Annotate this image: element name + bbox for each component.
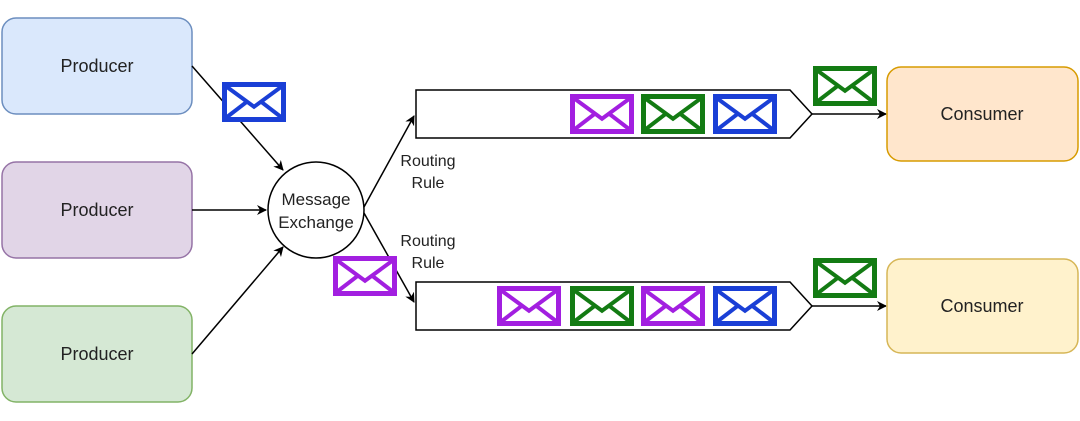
- consumer-2-box: [886, 258, 1079, 354]
- purple-message-icon: [497, 286, 561, 326]
- routing-rule-1-line2: Rule: [412, 175, 445, 192]
- consumer-1-box: [886, 66, 1079, 162]
- producer-3: Producer: [1, 305, 193, 403]
- consumer-2-label: Consumer: [940, 296, 1023, 316]
- exchange-label-line2: Exchange: [278, 213, 354, 232]
- green-message-icon: [570, 286, 634, 326]
- green-message-icon: [813, 258, 877, 298]
- green-message-icon: [641, 94, 705, 134]
- blue-message-icon: [222, 82, 286, 122]
- routing-rule-2-line1: Routing: [400, 233, 455, 250]
- arrow-exchange-to-queue-1: [363, 115, 415, 208]
- routing-rule-1-line1: Routing: [400, 153, 455, 170]
- producer-2: Producer: [1, 161, 193, 259]
- green-message-icon: [813, 66, 877, 106]
- blue-message-icon: [713, 286, 777, 326]
- message-icons: [222, 66, 877, 326]
- consumer-1-label: Consumer: [940, 104, 1023, 124]
- message-exchange-circle: [267, 161, 365, 259]
- producer-1-label: Producer: [60, 56, 133, 76]
- exchange-label-line1: Message: [282, 190, 351, 209]
- consumer-2: Consumer: [886, 258, 1079, 354]
- producer-3-label: Producer: [60, 344, 133, 364]
- purple-message-icon: [570, 94, 634, 134]
- message-exchange: Message Exchange: [267, 161, 365, 259]
- producer-2-label: Producer: [60, 200, 133, 220]
- routing-rule-2-line2: Rule: [412, 255, 445, 272]
- blue-message-icon: [713, 94, 777, 134]
- purple-message-icon: [333, 256, 397, 296]
- consumer-1: Consumer: [886, 66, 1079, 162]
- arrow-producer-3-to-exchange: [191, 246, 284, 355]
- producer-1: Producer: [1, 17, 193, 115]
- purple-message-icon: [641, 286, 705, 326]
